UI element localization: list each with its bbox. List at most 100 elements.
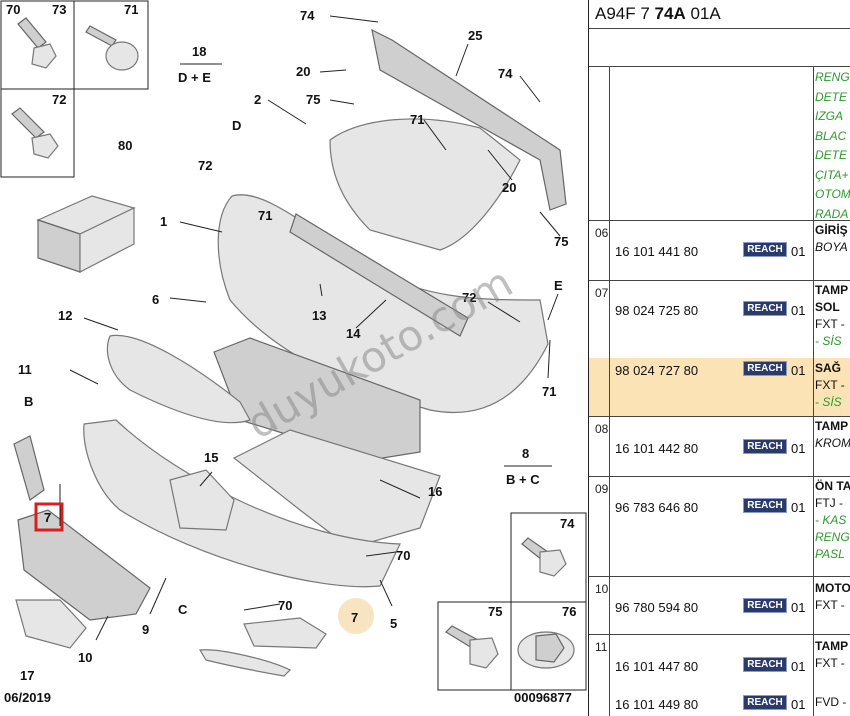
callout-7b: 7 bbox=[351, 610, 358, 625]
callout-11: 11 bbox=[18, 362, 32, 377]
part-number[interactable]: 98 024 727 80 bbox=[615, 363, 699, 378]
reach-badge: REACH bbox=[743, 439, 787, 454]
callout-75: 75 bbox=[306, 92, 320, 107]
callout-72b: 72 bbox=[198, 158, 212, 173]
callout-d: D bbox=[232, 118, 241, 133]
ref-suffix: 01A bbox=[685, 4, 721, 23]
divider bbox=[589, 634, 850, 635]
description: TAMP SOL FXT - - SİS bbox=[815, 282, 848, 350]
part-number[interactable]: 96 780 594 80 bbox=[615, 600, 699, 615]
callout-70c: 70 bbox=[278, 598, 292, 613]
quantity: 01 bbox=[791, 303, 806, 318]
divider bbox=[589, 220, 850, 221]
row-number: 06 bbox=[595, 226, 609, 240]
desc-line: FXT - bbox=[815, 317, 845, 331]
row-number: 09 bbox=[595, 482, 609, 496]
desc-line: TAMP bbox=[815, 283, 849, 297]
reach-badge: REACH bbox=[743, 301, 787, 316]
note-line: DETE bbox=[815, 89, 848, 104]
callout-16: 16 bbox=[428, 484, 442, 499]
reach-badge: REACH bbox=[743, 657, 787, 672]
callout-74: 74 bbox=[300, 8, 315, 23]
callout-71b: 71 bbox=[258, 208, 272, 223]
desc-line: SAĞ bbox=[815, 361, 842, 375]
divider bbox=[609, 66, 610, 716]
leader-lines bbox=[59, 15, 561, 641]
callout-71: 71 bbox=[124, 2, 138, 17]
callout-18: 18 bbox=[192, 44, 206, 59]
description: MOTO FXT - bbox=[815, 580, 850, 614]
fog-lamp-bezel bbox=[243, 617, 327, 649]
clip-box-icon bbox=[36, 195, 136, 273]
reach-badge: REACH bbox=[743, 361, 787, 376]
desc-line: ÖN TA bbox=[815, 479, 850, 493]
callout-10: 10 bbox=[78, 650, 92, 665]
callout-15: 15 bbox=[204, 450, 218, 465]
callout-8: 8 bbox=[522, 446, 529, 461]
reach-badge: REACH bbox=[743, 242, 787, 257]
callout-73: 73 bbox=[52, 2, 66, 17]
callout-74c: 74 bbox=[560, 516, 575, 531]
part-number[interactable]: 16 101 447 80 bbox=[615, 659, 699, 674]
quantity: 01 bbox=[791, 600, 806, 615]
bumper-reinforcement bbox=[289, 213, 469, 337]
part-number[interactable]: 96 783 646 80 bbox=[615, 500, 699, 515]
part-number[interactable]: 98 024 725 80 bbox=[615, 303, 699, 318]
cross-member bbox=[371, 28, 567, 211]
reach-badge: REACH bbox=[743, 598, 787, 613]
desc-line: FVD - bbox=[815, 695, 847, 709]
callout-9: 9 bbox=[142, 622, 149, 637]
screw-icon bbox=[85, 25, 139, 71]
divider bbox=[813, 66, 814, 716]
callout-6: 6 bbox=[152, 292, 159, 307]
nut-icon bbox=[517, 631, 575, 669]
fog-lamp-cover-left bbox=[15, 599, 87, 649]
note-line: RENG bbox=[815, 70, 850, 84]
quantity: 01 bbox=[791, 659, 806, 674]
part-number[interactable]: 16 101 449 80 bbox=[615, 697, 699, 712]
desc-line: - SİS bbox=[815, 395, 842, 409]
quantity: 01 bbox=[791, 500, 806, 515]
description: ÖN TA FTJ - - KAS RENG PASL bbox=[815, 478, 850, 563]
callout-7: 7 bbox=[44, 510, 51, 525]
note-line: BLAC bbox=[815, 128, 847, 143]
desc-line: FXT - bbox=[815, 598, 845, 612]
upper-grille-support bbox=[329, 118, 521, 251]
callout-17: 17 bbox=[20, 668, 34, 683]
reference-code: A94F 7 74A 01A bbox=[595, 4, 721, 24]
desc-line: SOL bbox=[815, 300, 840, 314]
highlight-box bbox=[34, 502, 64, 532]
bumper-chrome-trim bbox=[106, 334, 251, 424]
diagram-date: 06/2019 bbox=[4, 690, 51, 705]
side-bracket-b bbox=[13, 435, 45, 501]
callout-12: 12 bbox=[58, 308, 72, 323]
callout-5: 5 bbox=[390, 616, 397, 631]
callout-74b: 74 bbox=[498, 66, 513, 81]
chrome-strip-c bbox=[198, 649, 292, 677]
desc-line: - SİS bbox=[815, 334, 842, 348]
bolt-icon bbox=[445, 625, 499, 669]
desc-line: TAMP bbox=[815, 419, 849, 433]
quantity: 01 bbox=[791, 244, 806, 259]
callout-72: 72 bbox=[52, 92, 66, 107]
highlight-circle bbox=[338, 598, 374, 634]
description: GİRİŞ BOYA bbox=[815, 222, 848, 256]
part-number[interactable]: 16 101 441 80 bbox=[615, 244, 699, 259]
desc-line: TAMP bbox=[815, 639, 849, 653]
desc-line: GİRİŞ bbox=[815, 223, 848, 237]
bolt-icon bbox=[11, 107, 59, 159]
divider bbox=[589, 28, 850, 29]
callout-72c: 72 bbox=[462, 290, 476, 305]
callout-75c: 75 bbox=[488, 604, 502, 619]
row-number: 10 bbox=[595, 582, 609, 596]
part-number[interactable]: 16 101 442 80 bbox=[615, 441, 699, 456]
row-number: 07 bbox=[595, 286, 609, 300]
row-number: 08 bbox=[595, 422, 609, 436]
parts-diagram: 70 73 71 72 80 74 25 20 75 18 D + E 2 D … bbox=[0, 0, 587, 705]
callout-71d: 71 bbox=[542, 384, 556, 399]
callout-25: 25 bbox=[468, 28, 482, 43]
callout-20b: 20 bbox=[502, 180, 516, 195]
row-number: 11 bbox=[595, 640, 608, 654]
desc-line: BOYA bbox=[815, 240, 848, 254]
highlighted-row bbox=[589, 358, 850, 416]
